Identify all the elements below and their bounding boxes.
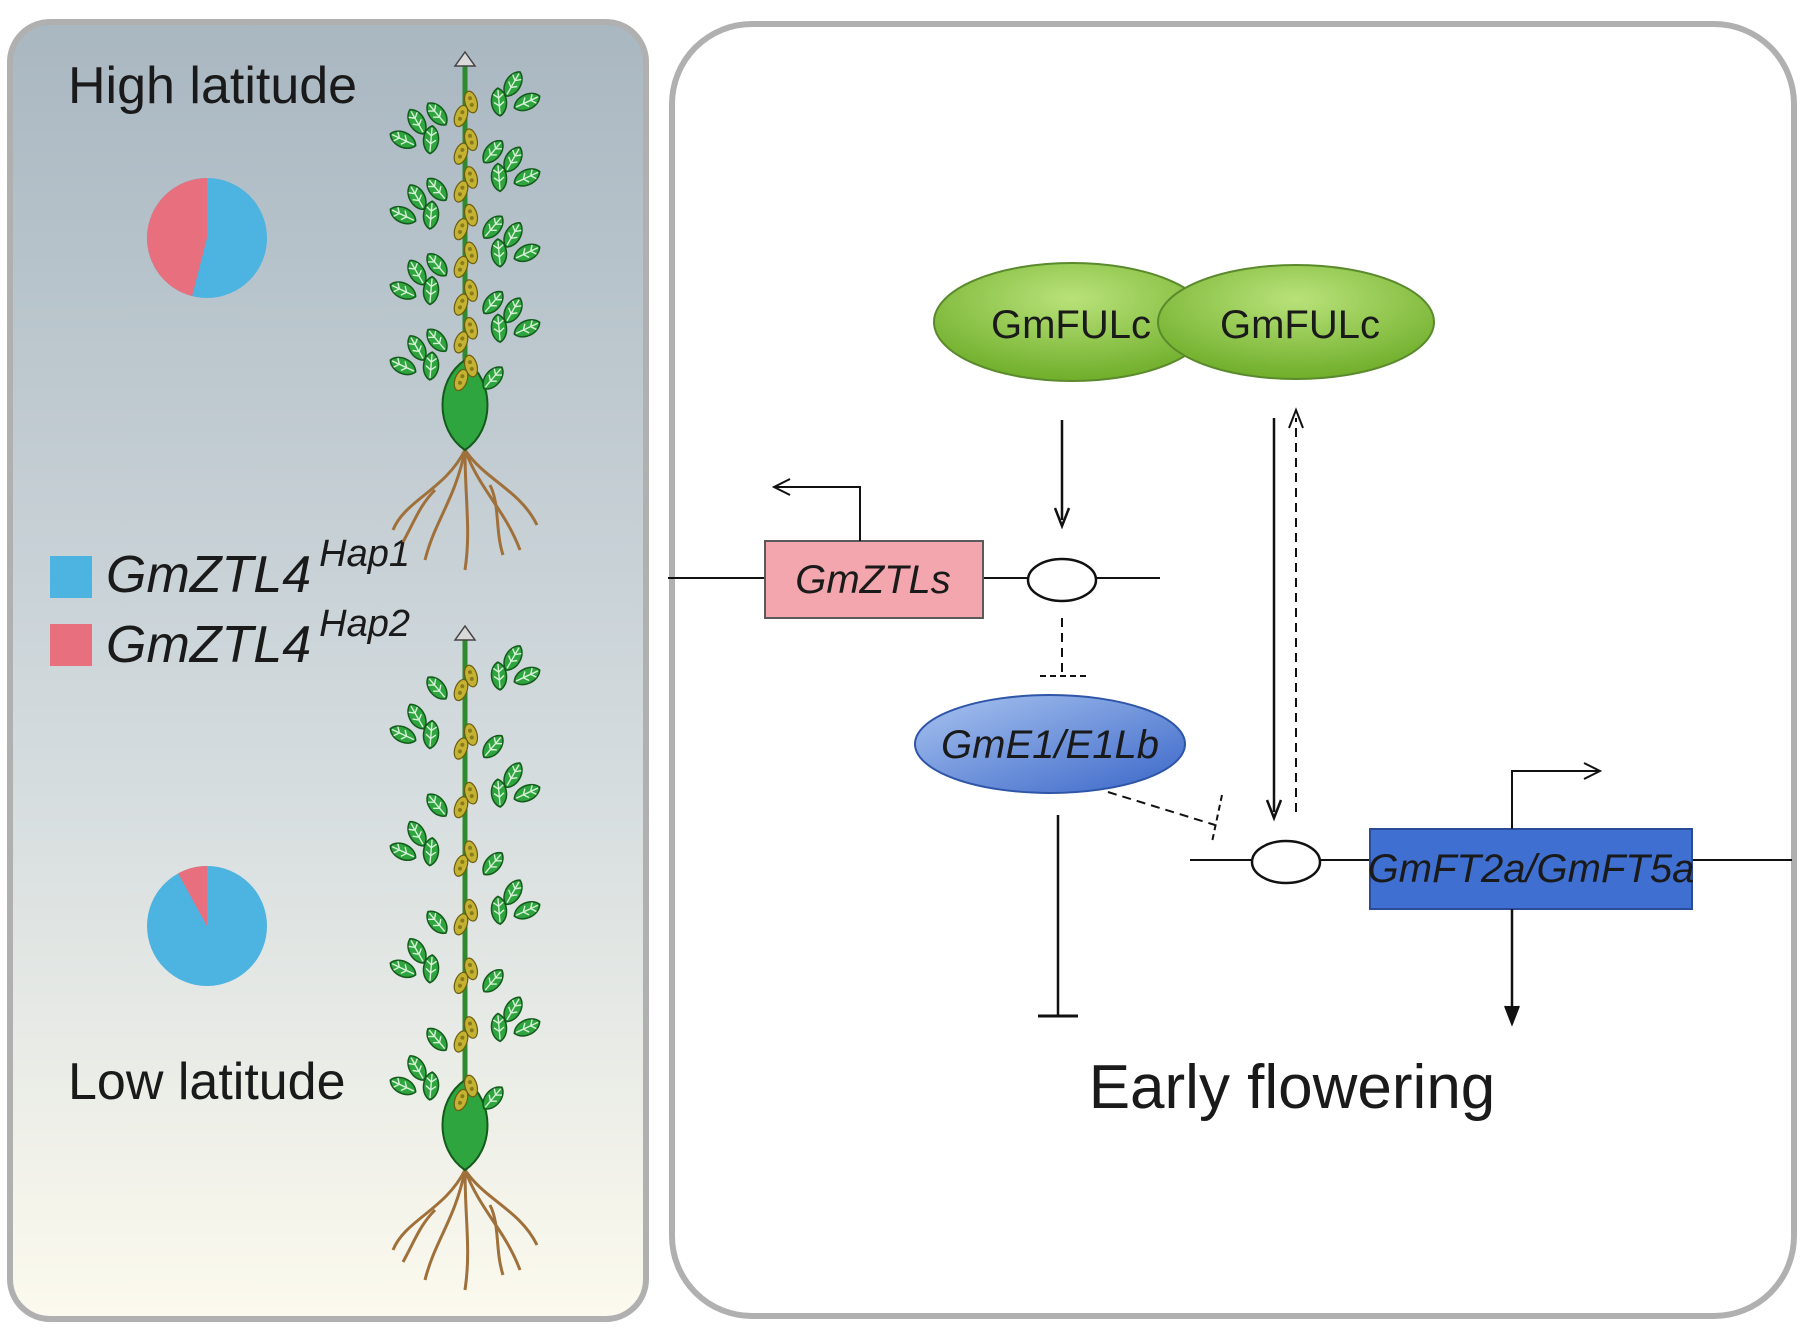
plant-tip <box>453 624 477 641</box>
gme1-label: GmE1/E1Lb <box>941 723 1159 767</box>
root <box>423 449 467 561</box>
ztls-transcription-arrowhead <box>771 478 791 496</box>
left-panel-frame <box>7 19 649 1322</box>
ztls-transcription-arrow <box>776 486 861 541</box>
arrowhead-fulc-to-ft <box>1265 799 1283 822</box>
root <box>488 1204 505 1276</box>
dashed-inhibit-bar-ft <box>1211 794 1223 843</box>
gmft-box <box>1369 828 1693 910</box>
gmfulc-label-left: GmFULc <box>991 303 1151 347</box>
early-flowering-label: Early flowering <box>1089 1053 1496 1122</box>
gmfulc-oval-right <box>1157 264 1435 380</box>
ft-promoter-oval <box>1250 839 1322 885</box>
gmztls-label: GmZTLs <box>795 558 951 602</box>
legend-swatch-hap1 <box>50 556 92 598</box>
low-latitude-pie <box>147 866 267 986</box>
plant-tip <box>453 50 477 67</box>
root <box>463 449 539 526</box>
legend-hap1-sup: Hap1 <box>319 533 410 575</box>
high-latitude-title: High latitude <box>68 57 357 115</box>
root <box>463 1169 470 1291</box>
dashed-inhibit-e1-to-ft <box>1107 791 1216 826</box>
gmft-label: GmFT2a/GmFT5a <box>1368 847 1695 891</box>
root <box>391 1169 467 1251</box>
root <box>401 488 437 543</box>
arrowhead-fulc-to-ztls <box>1053 507 1071 530</box>
ft-transcription-arrowhead <box>1583 762 1603 780</box>
legend-swatch-hap2 <box>50 624 92 666</box>
pie-slice-hap2 <box>178 866 207 926</box>
gme1-oval <box>914 694 1186 794</box>
arrowhead-ft-to-flowering <box>1504 1005 1520 1027</box>
root <box>463 449 522 551</box>
ztls-promoter-oval <box>1026 557 1098 603</box>
root <box>391 449 467 531</box>
root <box>423 1169 467 1281</box>
legend-hap2-base: GmZTL4 <box>106 616 311 674</box>
root <box>463 449 470 571</box>
root <box>488 484 505 556</box>
root <box>463 1169 539 1246</box>
gmfulc-label-right: GmFULc <box>1220 303 1380 347</box>
gmztls-box <box>764 540 984 619</box>
root <box>463 1169 522 1271</box>
dashed-arrowhead-ft-to-fulc <box>1288 407 1304 429</box>
low-latitude-title: Low latitude <box>68 1053 346 1111</box>
legend-hap2-sup: Hap2 <box>319 603 410 645</box>
soybean-plant-low <box>386 624 544 1291</box>
legend-hap1-base: GmZTL4 <box>106 546 311 604</box>
high-latitude-pie <box>146 178 267 298</box>
root <box>401 1208 437 1263</box>
right-panel: GmFULc GmFULc GmZTLs GmE1/E1Lb <box>668 21 1797 1319</box>
soybean-plant-high <box>386 50 544 571</box>
ft-transcription-arrow <box>1511 770 1598 829</box>
pie-slice-hap2 <box>146 178 207 297</box>
right-panel-frame <box>669 21 1797 1319</box>
